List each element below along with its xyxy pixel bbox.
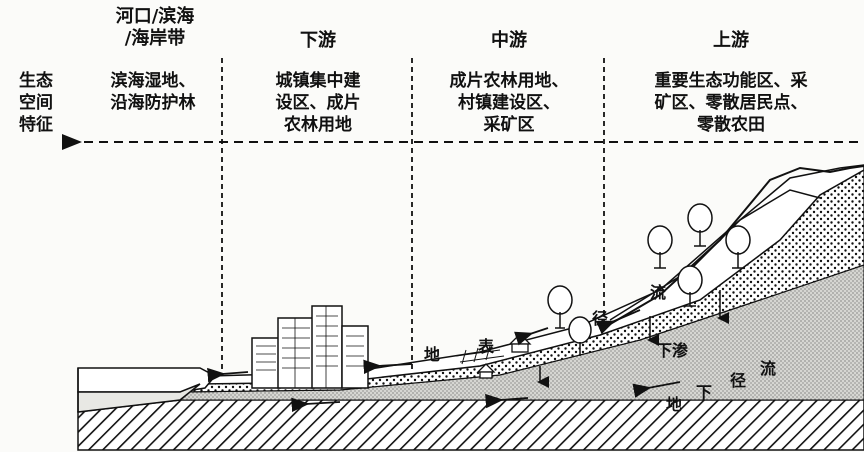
surface-runoff-char-1: 地 — [424, 345, 440, 364]
groundwater-char-4: 流 — [760, 359, 776, 378]
groundwater-char-3: 径 — [730, 371, 746, 390]
zone-features-midstream-line-3: 采矿区 — [483, 115, 535, 135]
zone-features-downstream-line-3: 农林用地 — [284, 115, 352, 135]
mountain-ridge — [599, 165, 864, 331]
zone-features-estuary-line-1: 滨海湿地、 — [110, 71, 196, 91]
groundwater-char-1: 地 — [666, 395, 682, 414]
side-label-line-2: 空间 — [19, 93, 53, 113]
city-buildings — [251, 305, 369, 389]
groundwater-arrows — [291, 381, 681, 413]
zone-features-upstream: 重要生态功能区、采 矿区、零散居民点、 零散农田 — [606, 70, 856, 136]
farmland — [455, 345, 505, 365]
zone-features-upstream-line-2: 矿区、零散居民点、 — [654, 93, 808, 113]
zone-header-estuary-line-1: 河口/滨海 — [115, 6, 195, 27]
surface-runoff-char-2: 表 — [477, 337, 495, 356]
zone-features-estuary-line-2: 沿海防护林 — [110, 93, 196, 113]
infiltration-label: 下渗 — [656, 341, 689, 360]
surface-runoff-char-3: 径 — [592, 309, 608, 328]
zone-header-estuary-line-2: /海岸带 — [124, 28, 186, 49]
zone-features-downstream-line-1: 城镇集中建 — [275, 71, 361, 91]
infiltration-arrows — [537, 290, 729, 388]
zone-header-upstream: 上游 — [606, 30, 856, 52]
surface-runoff-arrows — [207, 309, 641, 383]
side-label-line-1: 生态 — [19, 71, 53, 91]
side-label: 生态 空间 特征 — [6, 70, 66, 136]
zone-features-upstream-line-3: 零散农田 — [697, 115, 765, 135]
zone-features-midstream: 成片农林用地、 村镇建设区、 采矿区 — [414, 70, 604, 136]
zone-header-midstream: 中游 — [414, 30, 604, 52]
zone-header-downstream: 下游 — [224, 30, 412, 52]
zone-features-downstream-line-2: 设区、成片 — [275, 93, 361, 113]
bedrock-layer — [77, 399, 864, 451]
zone-header-estuary: 河口/滨海 /海岸带 — [90, 6, 220, 50]
zone-header-upstream-line-1: 上游 — [713, 30, 749, 51]
zone-features-midstream-line-2: 村镇建设区、 — [458, 93, 560, 113]
mountain-ridge-inner — [609, 189, 821, 321]
surface-runoff-char-4: 流 — [650, 283, 666, 302]
side-label-line-3: 特征 — [19, 115, 53, 135]
groundwater-char-2: 下 — [696, 383, 712, 402]
zone-features-upstream-line-1: 重要生态功能区、采 — [654, 71, 808, 91]
zone-header-midstream-line-1: 中游 — [491, 30, 527, 51]
zone-header-downstream-line-1: 下游 — [300, 30, 336, 51]
zone-features-midstream-line-1: 成片农林用地、 — [449, 71, 569, 91]
zone-features-estuary: 滨海湿地、 沿海防护林 — [86, 70, 220, 114]
zone-features-downstream: 城镇集中建 设区、成片 农林用地 — [224, 70, 412, 136]
trees — [547, 203, 751, 356]
